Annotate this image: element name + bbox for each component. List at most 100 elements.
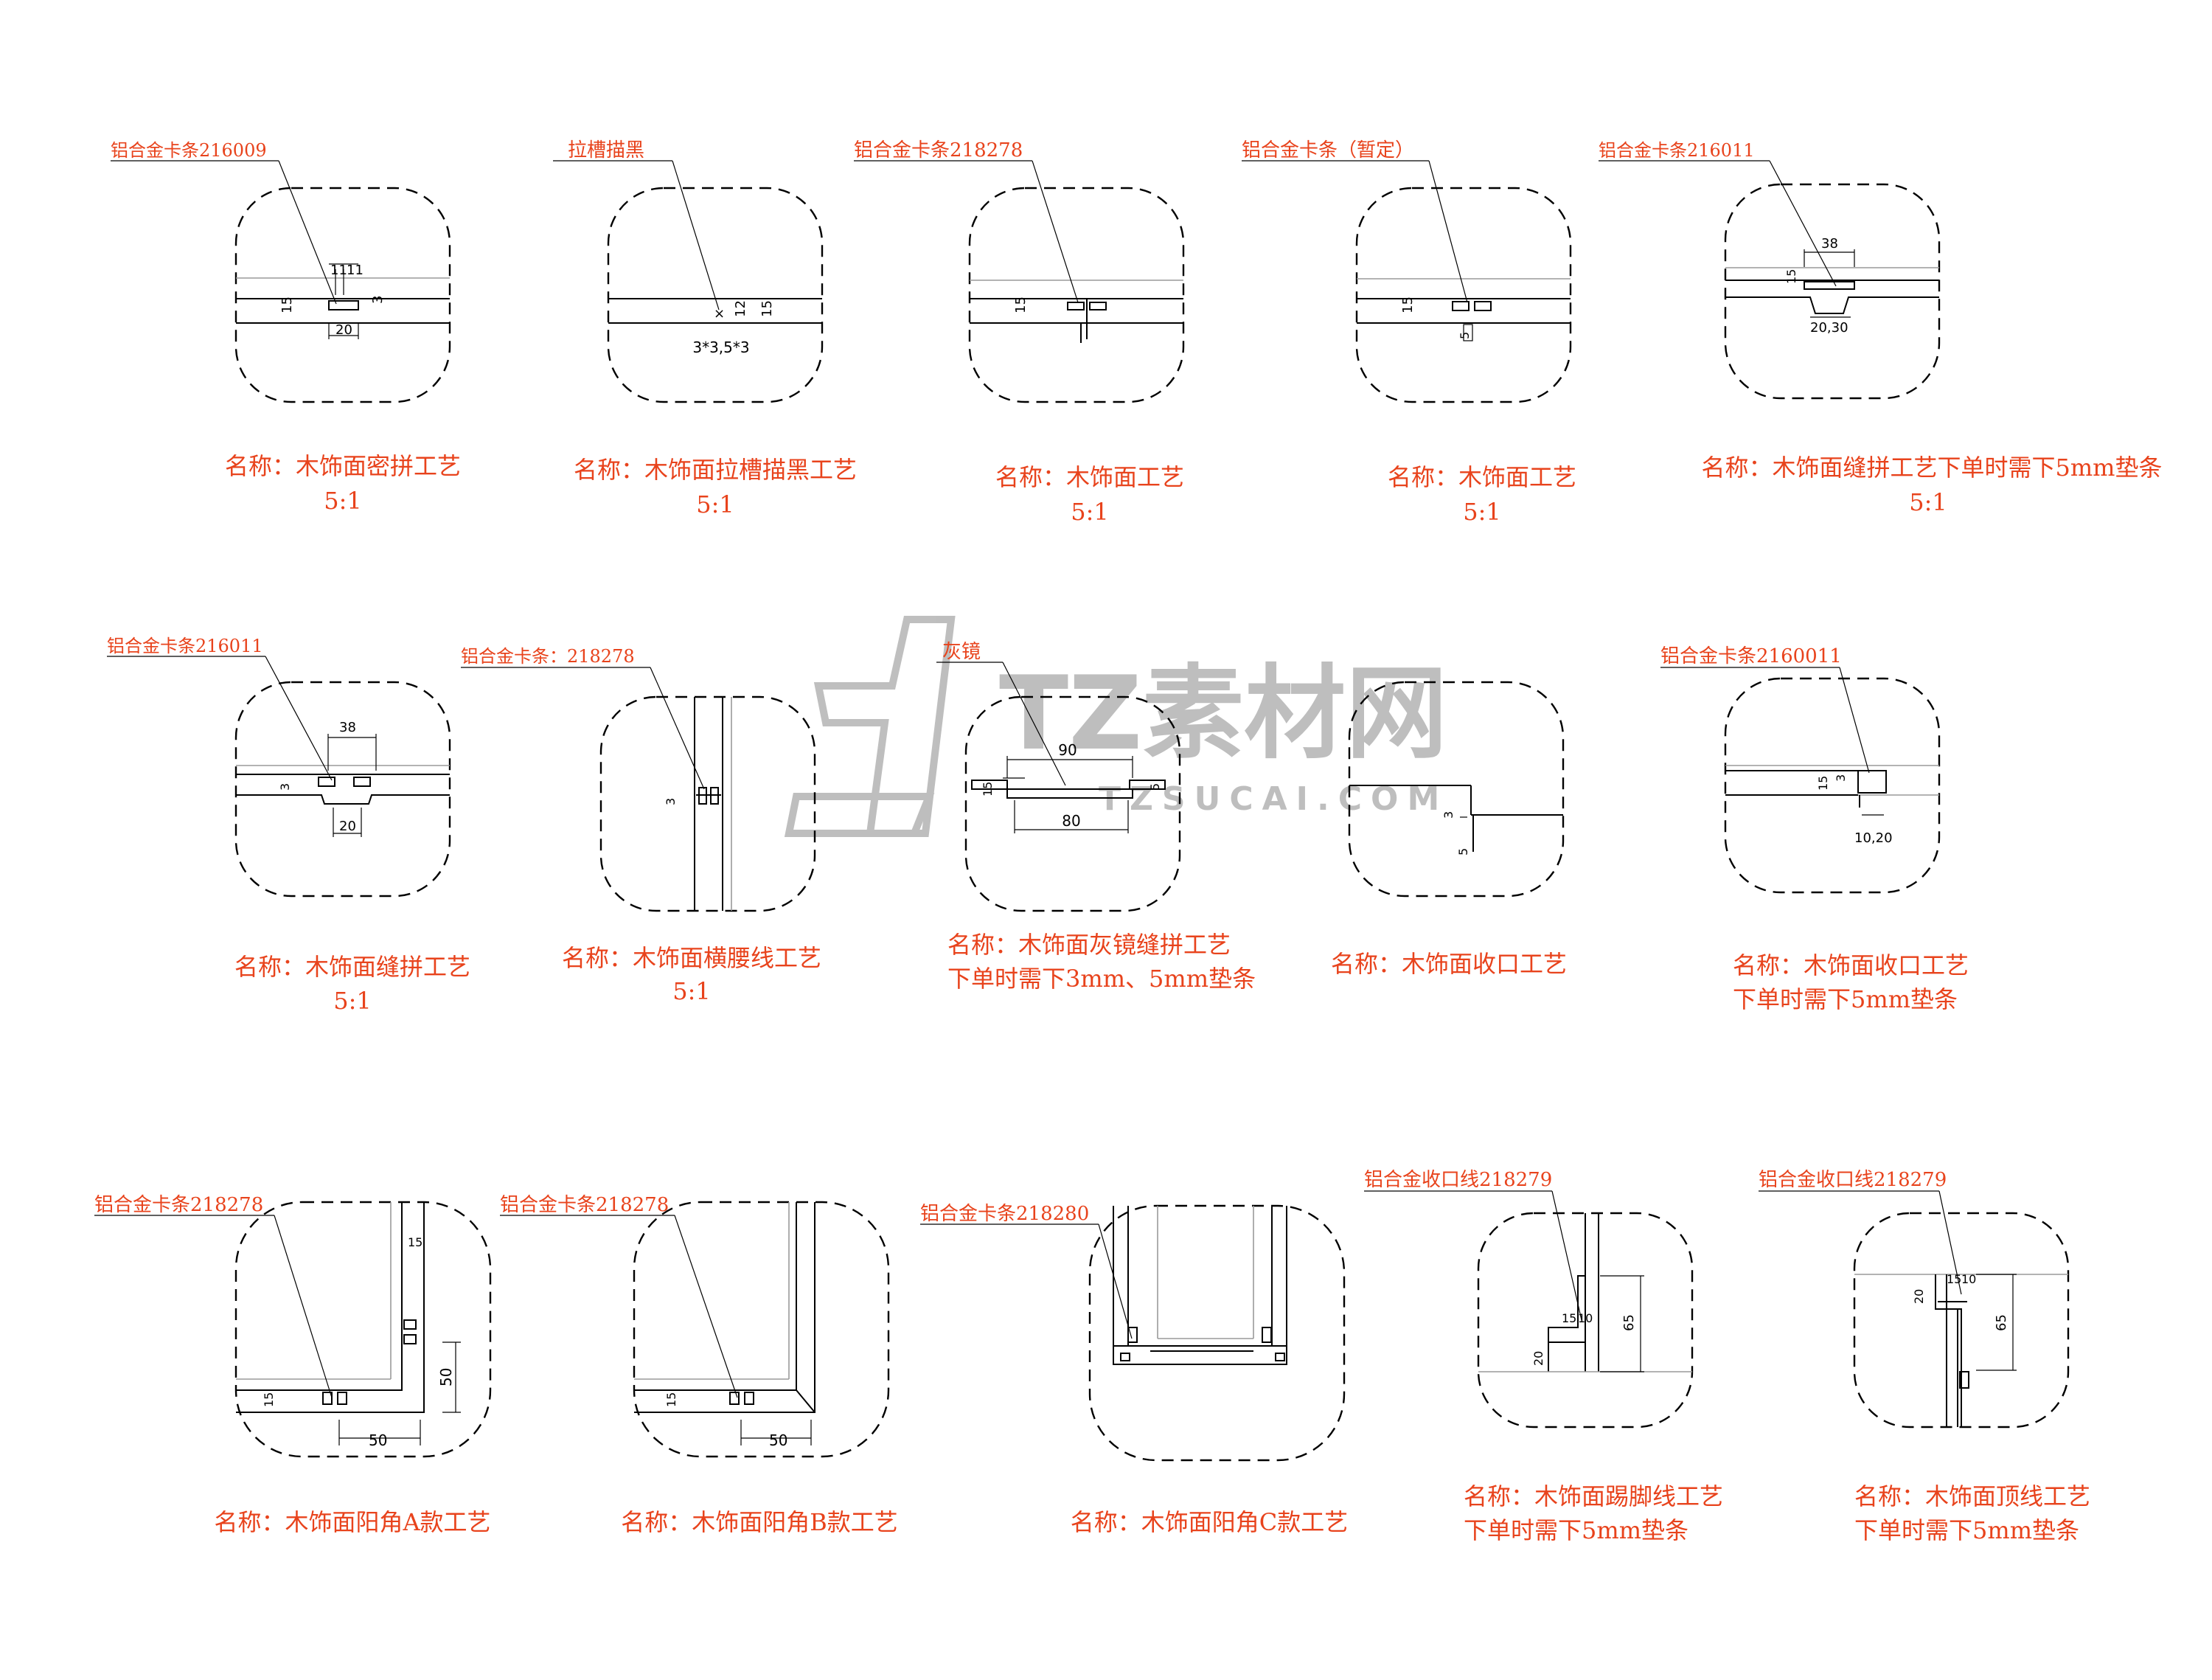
- dim-label: 15: [279, 296, 295, 313]
- detail-d13: 铝合金卡条218280 名称：木饰面阳角C款工艺: [920, 1203, 1348, 1536]
- detail-frame: [1355, 187, 1572, 403]
- detail-title: 名称：木饰面灰镜缝拼工艺: [947, 931, 1231, 959]
- detail-d2: × 拉槽描黑 12 15 3*3,5*3 名称：木饰面拉槽描黑工艺 5:1: [553, 139, 857, 518]
- detail-title: 名称：木饰面收口工艺: [1331, 950, 1567, 978]
- callout-leader: [672, 160, 720, 310]
- dim-label: 5: [1458, 332, 1472, 339]
- dim-label: 38: [1821, 236, 1838, 251]
- callout-leader: [650, 667, 705, 790]
- callout-leader: [1551, 1190, 1582, 1321]
- cross-mark: ×: [714, 306, 725, 322]
- dim-label: 3: [1834, 774, 1848, 782]
- callout-leader: [1032, 160, 1079, 303]
- detail-frame: [1348, 681, 1565, 898]
- detail-scale: 5:1: [1909, 488, 1947, 516]
- dim-label: 90: [1058, 741, 1077, 759]
- callout-leader: [674, 1215, 738, 1398]
- detail-d4: 铝合金卡条（暂定） 15 5 名称：木饰面工艺 5:1: [1242, 139, 1576, 526]
- watermark-logo-icon: [784, 616, 956, 837]
- detail-scale: 5:1: [1071, 498, 1109, 526]
- callout-label: 铝合金卡条216011: [107, 636, 263, 656]
- dim-label: 15: [759, 300, 775, 317]
- dim-label: 38: [339, 720, 356, 735]
- dim-label: 12: [733, 300, 748, 317]
- detail-d9: 3 5 名称：木饰面收口工艺: [1331, 681, 1567, 978]
- dim-label: 3*3,5*3: [692, 339, 749, 356]
- dim-label: 15: [1947, 1272, 1961, 1286]
- dim-label: 15: [262, 1392, 276, 1407]
- detail-title: 名称：木饰面工艺: [995, 463, 1184, 491]
- callout-label: 铝合金卡条218280: [920, 1203, 1089, 1225]
- detail-frame: [234, 1201, 492, 1458]
- callout-leader: [1938, 1190, 1962, 1295]
- dim-label: 3: [278, 783, 292, 791]
- watermark-sub: TZSUCAI.COM: [1099, 780, 1448, 818]
- callout-leader: [1428, 160, 1468, 303]
- detail-title: 名称：木饰面缝拼工艺: [234, 953, 470, 981]
- dim-label: 5: [1456, 848, 1470, 855]
- detail-frame: [234, 681, 451, 898]
- dim-label: 20: [1531, 1351, 1545, 1366]
- dim-label: 20: [1912, 1289, 1926, 1304]
- dim-label: 3: [1441, 811, 1455, 819]
- dim-label: 65: [1994, 1314, 2009, 1331]
- detail-subtitle: 下单时需下5mm垫条: [1464, 1516, 1688, 1544]
- detail-frame: [1088, 1204, 1346, 1462]
- detail-d10: 铝合金卡条2160011 15 3 10,20 名称：木饰面收口工艺 下单时需下…: [1660, 645, 1969, 1013]
- detail-title: 名称：木饰面顶线工艺: [1854, 1482, 2090, 1510]
- detail-subtitle: 下单时需下3mm、5mm垫条: [947, 965, 1256, 993]
- detail-d1: 铝合金卡条216009 11 11 15 3 20 名称：木饰面密拼工艺 5:1: [111, 140, 461, 515]
- detail-scale: 5:1: [324, 487, 362, 515]
- detail-d11: 铝合金卡条218278 15 15 50 50 名称：木饰面阳角A款工艺: [94, 1194, 492, 1536]
- detail-title: 名称：木饰面收口工艺: [1733, 951, 1969, 979]
- detail-frame: [599, 695, 816, 912]
- callout-label: 铝合金收口线218279: [1759, 1169, 1947, 1191]
- detail-frame: [1724, 677, 1941, 894]
- detail-title: 名称：木饰面阳角A款工艺: [214, 1508, 490, 1536]
- dim-label: 50: [769, 1431, 787, 1449]
- detail-d5: 铝合金卡条216011 38 15 20,30 名称：木饰面缝拼工艺下单时需下5…: [1599, 140, 2163, 516]
- detail-d7: 铝合金卡条：218278 3 名称：木饰面横腰线工艺 5:1: [461, 646, 821, 1005]
- dim-label: 15: [1400, 296, 1416, 313]
- dim-label: 3: [370, 296, 386, 304]
- callout-leader: [1839, 667, 1870, 774]
- detail-title: 名称：木饰面密拼工艺: [225, 452, 461, 480]
- detail-frame: [1477, 1212, 1694, 1429]
- detail-d8: 灰镜 90 80 15 5 名称：木饰面灰镜缝拼工艺 下单时需下3mm、5mm垫…: [936, 641, 1256, 993]
- detail-title: 名称：木饰面踢脚线工艺: [1464, 1482, 1723, 1510]
- callout-label: 铝合金收口线218279: [1364, 1169, 1552, 1191]
- callout-leader: [1002, 662, 1066, 786]
- callout-leader: [278, 160, 337, 305]
- dim-label: 15: [1562, 1311, 1576, 1325]
- dim-label: 10,20: [1854, 830, 1893, 846]
- detail-frame: [1724, 183, 1941, 400]
- detail-subtitle: 下单时需下5mm垫条: [1854, 1516, 2079, 1544]
- dim-label: 15: [1784, 269, 1798, 284]
- detail-scale: 5:1: [1463, 498, 1501, 526]
- detail-title: 名称：木饰面工艺: [1388, 463, 1576, 491]
- dim-label: 50: [369, 1431, 387, 1449]
- detail-title: 名称：木饰面阳角B款工艺: [621, 1508, 898, 1536]
- dim-label: 11: [347, 263, 364, 278]
- callout-leader: [1098, 1223, 1133, 1339]
- callout-label: 拉槽描黑: [568, 139, 644, 162]
- watermark-main: TZ素材网: [999, 654, 1447, 773]
- detail-frame: [607, 187, 824, 403]
- callout-label: 铝合金卡条216009: [111, 140, 267, 161]
- dim-label: 11: [330, 263, 347, 278]
- detail-frame: [964, 695, 1181, 912]
- detail-frame: [633, 1201, 890, 1458]
- detail-d6: 铝合金卡条216011 38 3 20 名称：木饰面缝拼工艺 5:1: [107, 636, 470, 1015]
- dim-label: 65: [1621, 1314, 1637, 1331]
- detail-frame: [234, 187, 451, 403]
- dim-label: 15: [1816, 776, 1830, 791]
- callout-label: 铝合金卡条2160011: [1660, 645, 1842, 667]
- callout-label: 铝合金卡条218278: [94, 1194, 263, 1216]
- dim-label: 15: [981, 782, 995, 796]
- detail-subtitle: 下单时需下5mm垫条: [1733, 985, 1958, 1013]
- dim-label: 15: [664, 1392, 678, 1407]
- dim-label: 50: [437, 1368, 455, 1386]
- detail-scale: 5:1: [672, 977, 711, 1005]
- callout-leader: [274, 1215, 333, 1398]
